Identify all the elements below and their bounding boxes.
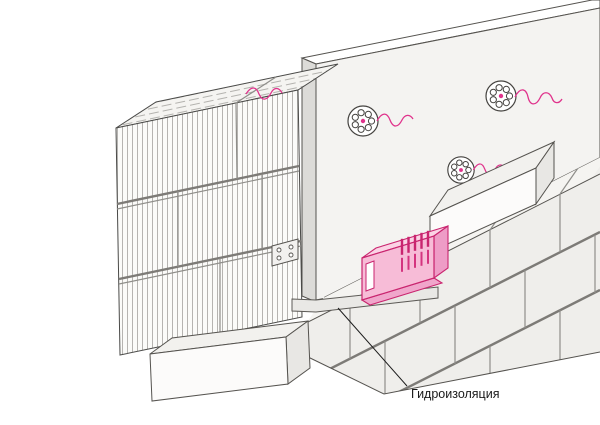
leader-line	[337, 307, 408, 387]
masonry-course-joint	[306, 288, 600, 394]
course-joint-shadow	[118, 245, 302, 285]
profile-slits	[401, 249, 429, 272]
loose-block-top	[428, 140, 556, 253]
profile-teeth	[400, 230, 430, 255]
course-joint	[116, 164, 300, 206]
course-joint	[118, 239, 302, 281]
course-joint-shadow	[116, 170, 300, 210]
waterproofing-label: Гидроизоляция	[411, 387, 499, 401]
waterproofing-callout: Гидроизоляция	[337, 307, 499, 401]
starter-profile	[360, 224, 449, 306]
masonry-course-joint	[306, 230, 600, 383]
anchor-center	[360, 118, 366, 124]
block-joint-line	[235, 76, 277, 104]
fixing-bracket	[271, 238, 299, 267]
profile-front-face	[361, 235, 435, 301]
anchor-center	[459, 168, 463, 172]
panel-side-edge	[301, 57, 317, 303]
insulation-anchor	[485, 80, 563, 112]
loose-block-left	[149, 320, 311, 402]
masonry-block-joint	[559, 167, 579, 195]
insulation-anchor	[347, 105, 414, 137]
insulation-anchor	[447, 156, 506, 184]
anchor-cord	[245, 87, 283, 100]
block-front-face	[149, 336, 289, 402]
anchor-cord	[514, 89, 563, 105]
block-joint-line	[235, 102, 238, 180]
anchor-cord	[376, 113, 414, 127]
stack-front-face	[115, 89, 303, 356]
hollow-block-stack	[115, 63, 339, 356]
profile-section-notch	[365, 260, 375, 292]
anchor-center	[498, 93, 504, 99]
